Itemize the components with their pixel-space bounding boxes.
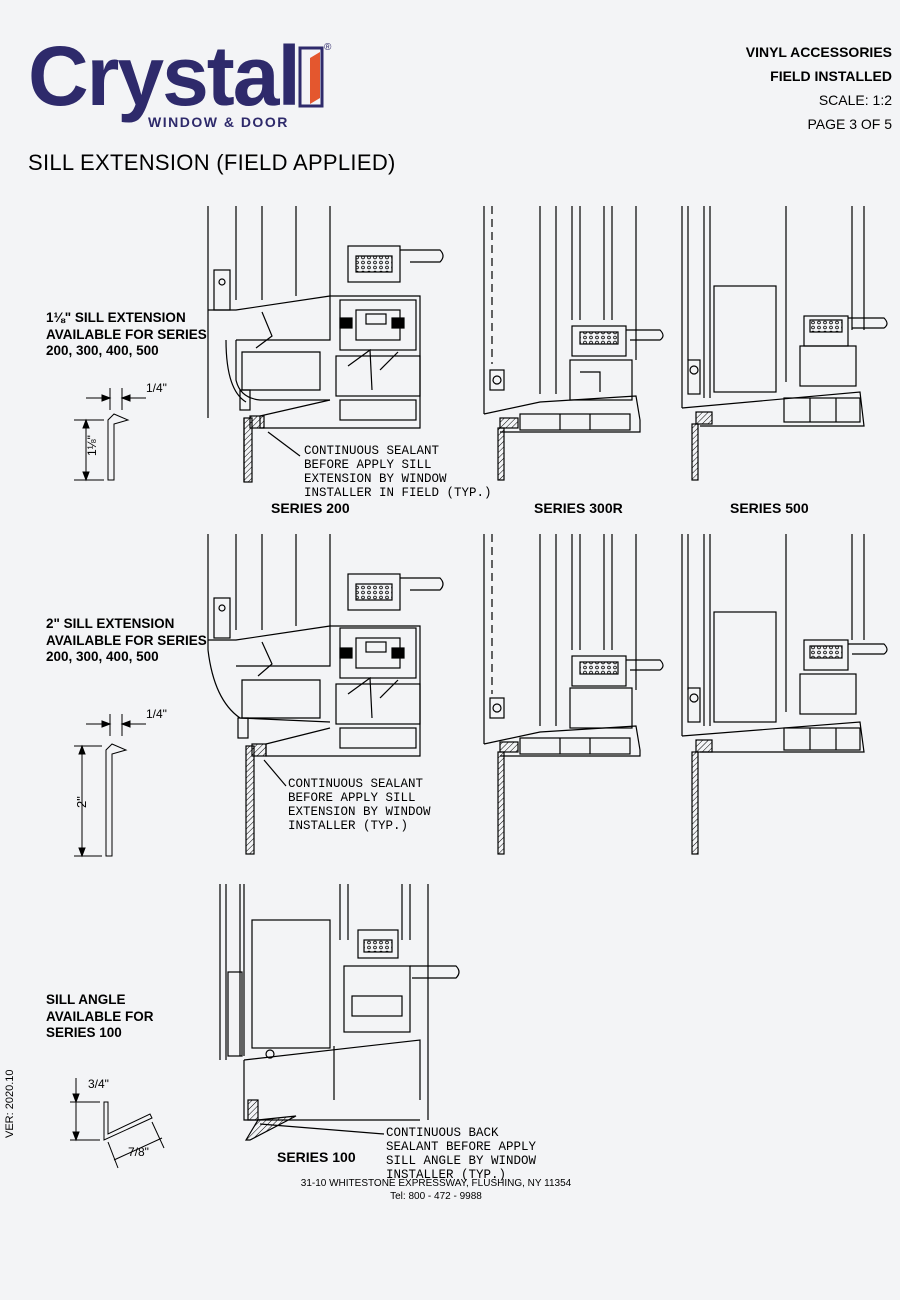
caption-series-100: SERIES 100 — [277, 1149, 356, 1165]
footer-address: 31-10 WHITESTONE EXPRESSWAY, FLUSHING, N… — [300, 1178, 572, 1189]
brand-mark-icon — [298, 46, 324, 108]
series-500-section-row2 — [681, 534, 888, 855]
registered-mark: ® — [324, 42, 332, 53]
header-page: PAGE 3 OF 5 — [807, 116, 892, 132]
series-300r-section-row2 — [483, 534, 664, 855]
header-line2: FIELD INSTALLED — [770, 68, 892, 84]
brand-name: Crystal — [28, 29, 301, 123]
row2-dim-height: 2" — [74, 796, 89, 808]
row1-note: 1⅛" SILL EXTENSION AVAILABLE FOR SERIES … — [46, 310, 207, 358]
caption-series-200: SERIES 200 — [271, 500, 350, 516]
series-200-section-row1 — [207, 206, 444, 483]
series-300r-section-row1 — [483, 206, 664, 481]
row2-note: 2" SILL EXTENSION AVAILABLE FOR SERIES 2… — [46, 616, 207, 664]
row2-dimension-sketch — [74, 714, 146, 858]
caption-series-300r: SERIES 300R — [534, 500, 623, 516]
series-500-section-row1 — [681, 206, 888, 481]
caption-series-500: SERIES 500 — [730, 500, 809, 516]
brand-tagline: WINDOW & DOOR — [148, 114, 289, 130]
row1-dimension-sketch — [74, 388, 146, 482]
series-200-section-row2 — [207, 534, 444, 855]
row3-note: SILL ANGLE AVAILABLE FOR SERIES 100 — [46, 992, 154, 1040]
row3-dimension-sketch — [70, 1078, 165, 1169]
row3-dim-height: 3/4" — [88, 1077, 109, 1091]
header-line1: VINYL ACCESSORIES — [745, 44, 892, 60]
footer-tel: Tel: 800 - 472 - 9988 — [390, 1191, 482, 1202]
row2-dim-width: 1/4" — [146, 707, 167, 721]
row2-sealant-callout: CONTINUOUS SEALANT BEFORE APPLY SILL EXT… — [288, 777, 431, 833]
row3-sealant-callout: CONTINUOUS BACK SEALANT BEFORE APPLY SIL… — [386, 1126, 537, 1182]
row1-dim-height: 1⅛" — [85, 435, 99, 456]
row1-sealant-callout: CONTINUOUS SEALANT BEFORE APPLY SILL EXT… — [304, 444, 492, 500]
series-100-section — [219, 884, 460, 1141]
page-title: SILL EXTENSION (FIELD APPLIED) — [28, 150, 396, 175]
brand-logo: Crystal ® WINDOW & DOOR — [28, 29, 338, 134]
row3-dim-width: 7/8" — [128, 1145, 149, 1159]
row1-dim-width: 1/4" — [146, 381, 167, 395]
header-scale: SCALE: 1:2 — [818, 92, 892, 108]
